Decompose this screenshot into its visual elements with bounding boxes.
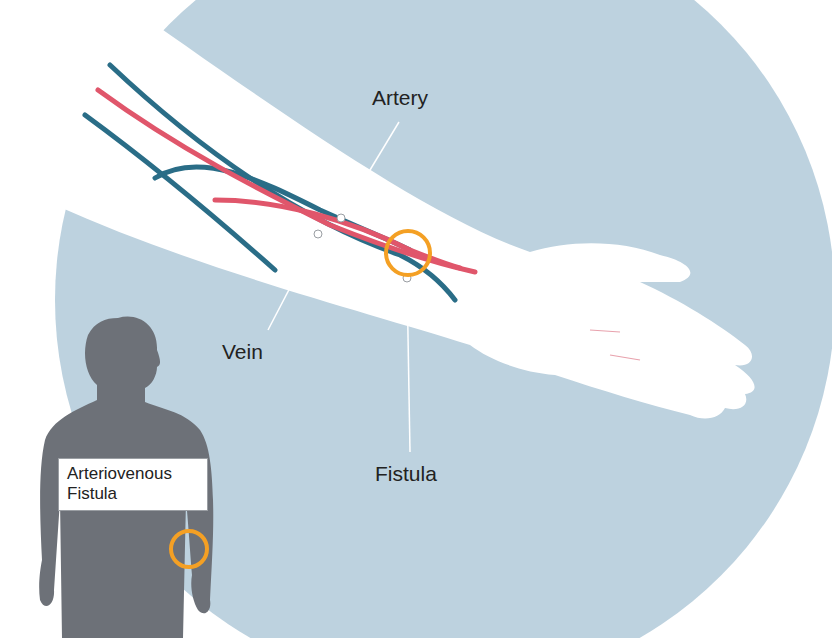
fistula-marker xyxy=(386,231,430,275)
part-label: Artery xyxy=(372,86,428,109)
callout-box: Arteriovenous Fistula xyxy=(58,458,208,511)
background-circle xyxy=(55,0,832,638)
arm-outline xyxy=(55,0,755,419)
human-silhouette xyxy=(39,317,213,638)
part-label: Fistula xyxy=(375,462,437,485)
callout-text: Arteriovenous Fistula xyxy=(67,464,197,505)
part-label: Vein xyxy=(222,340,263,363)
